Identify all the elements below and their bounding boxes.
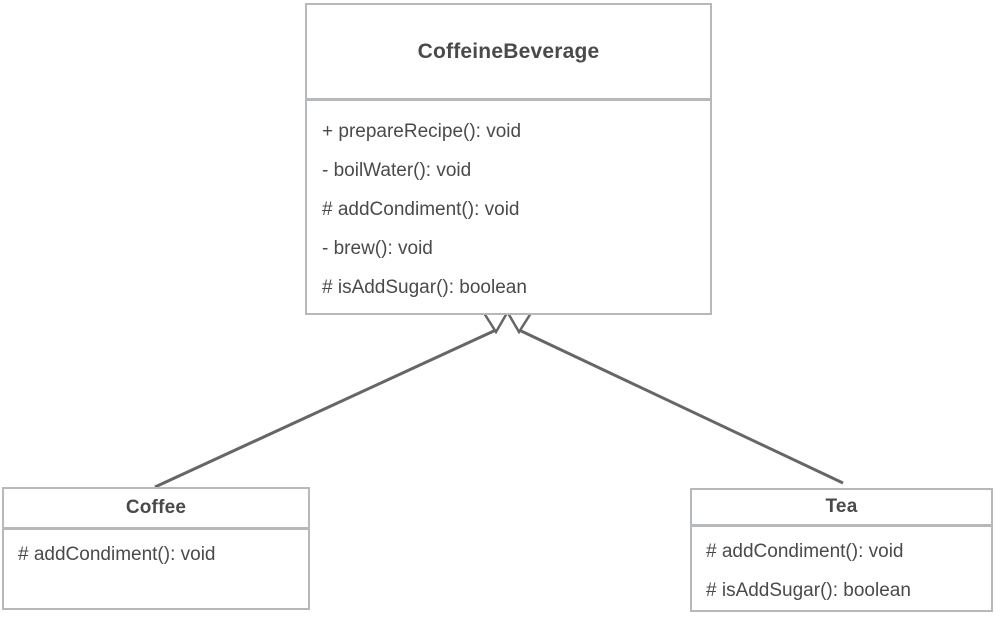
compartment-divider (692, 524, 991, 527)
inheritance-line-coffee (154, 328, 497, 489)
generalization-arrowhead-tea-icon (505, 311, 534, 335)
inheritance-line-tea (518, 328, 844, 485)
class-member: + prepareRecipe(): void (322, 121, 522, 142)
class-member: - boilWater(): void (322, 160, 472, 181)
class-member: # isAddSugar(): boolean (322, 277, 527, 298)
member-list-coffeinebeverage: + prepareRecipe(): void - boilWater(): vo… (307, 101, 710, 313)
member-list-coffee: # addCondiment(): void (4, 530, 308, 608)
class-member: # addCondiment(): void (18, 544, 216, 565)
class-box-coffee: Coffee # addCondiment(): void (2, 487, 310, 610)
compartment-divider (4, 527, 308, 530)
generalization-arrowhead-coffee-icon (481, 311, 510, 335)
class-member: # addCondiment(): void (706, 541, 904, 562)
class-member: # addCondiment(): void (322, 199, 520, 220)
class-title-coffeinebeverage: CoffeineBeverage (417, 39, 600, 63)
member-list-tea: # addCondiment(): void # isAddSugar(): bo… (692, 527, 991, 610)
class-member: # isAddSugar(): boolean (706, 580, 911, 601)
class-box-tea: Tea # addCondiment(): void # isAddSugar()… (690, 488, 993, 612)
class-title-tea: Tea (825, 496, 858, 517)
compartment-divider (307, 98, 710, 101)
class-member: - brew(): void (322, 238, 433, 259)
class-box-coffeinebeverage: CoffeineBeverage + prepareRecipe(): void… (305, 3, 712, 315)
class-title-coffee: Coffee (125, 497, 187, 518)
